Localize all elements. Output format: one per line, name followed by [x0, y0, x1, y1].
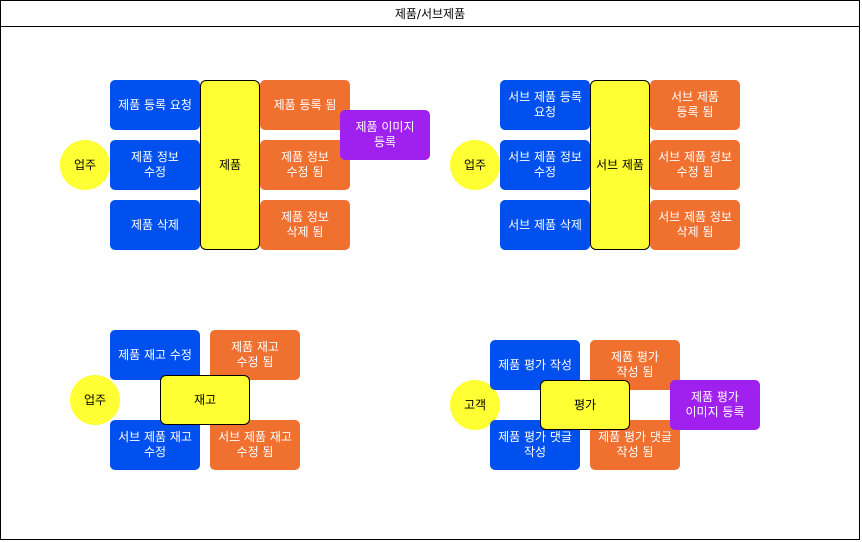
command-review-write: 제품 평가 작성: [490, 340, 580, 390]
policy-product-image-register: 제품 이미지 등록: [340, 110, 430, 160]
aggregate-product: 제품: [200, 80, 260, 250]
command-product-stock-update: 제품 재고 수정: [110, 330, 200, 380]
command-subproduct-register-request: 서브 제품 등록 요청: [500, 80, 590, 130]
command-subproduct-info-update: 서브 제품 정보 수정: [500, 140, 590, 190]
actor-owner-subproduct: 업주: [450, 140, 500, 190]
command-product-delete: 제품 삭제: [110, 200, 200, 250]
event-review-comment-written: 제품 평가 댓글 작성 됨: [590, 420, 680, 470]
command-subproduct-stock-update: 서브 제품 재고 수정: [110, 420, 200, 470]
command-subproduct-delete: 서브 제품 삭제: [500, 200, 590, 250]
aggregate-subproduct: 서브 제품: [590, 80, 650, 250]
event-product-info-deleted: 제품 정보 삭제 됨: [260, 200, 350, 250]
event-subproduct-registered: 서브 제품 등록 됨: [650, 80, 740, 130]
command-product-register-request: 제품 등록 요청: [110, 80, 200, 130]
diagram-title: 제품/서브제품: [1, 1, 859, 27]
actor-owner-stock: 업주: [70, 375, 120, 425]
policy-review-image-register: 제품 평가 이미지 등록: [670, 380, 760, 430]
actor-owner-product: 업주: [60, 140, 110, 190]
event-subproduct-stock-updated: 서브 제품 재고 수정 됨: [210, 420, 300, 470]
event-product-registered: 제품 등록 됨: [260, 80, 350, 130]
event-product-info-updated: 제품 정보 수정 됨: [260, 140, 350, 190]
command-product-info-update: 제품 정보 수정: [110, 140, 200, 190]
event-product-stock-updated: 제품 재고 수정 됨: [210, 330, 300, 380]
event-subproduct-info-deleted: 서브 제품 정보 삭제 됨: [650, 200, 740, 250]
event-subproduct-info-updated: 서브 제품 정보 수정 됨: [650, 140, 740, 190]
aggregate-review: 평가: [540, 380, 630, 430]
aggregate-stock: 재고: [160, 375, 250, 425]
